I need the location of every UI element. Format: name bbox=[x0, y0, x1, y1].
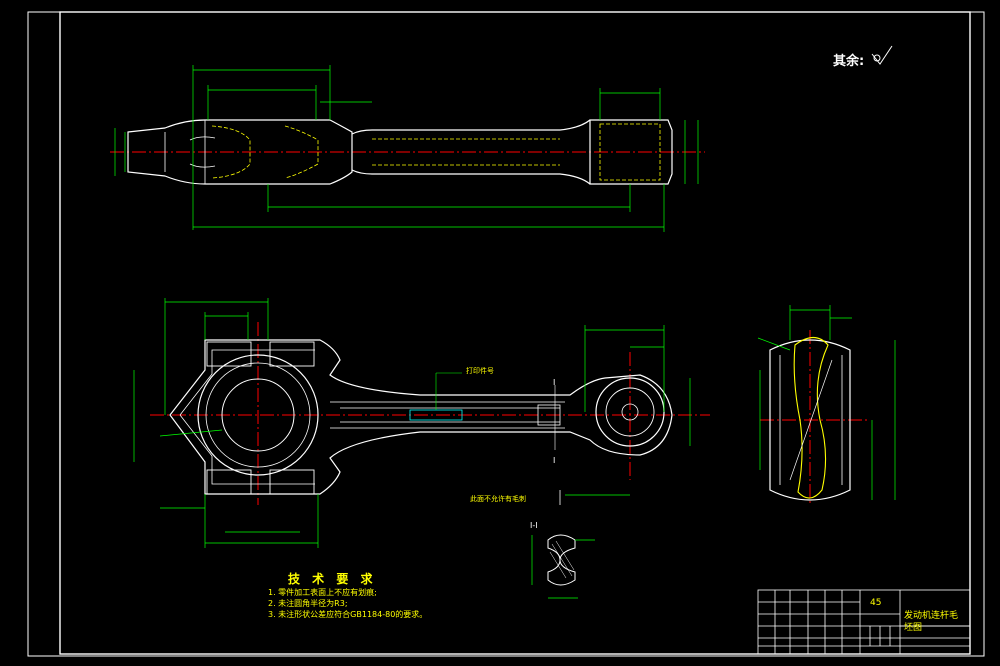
top-view bbox=[110, 65, 705, 232]
technical-requirement-item: 2. 未注圆角半径为R3; bbox=[268, 599, 348, 608]
section-mark-top: I bbox=[553, 378, 556, 387]
side-view bbox=[757, 305, 896, 505]
front-view bbox=[133, 298, 710, 548]
print-mark-label: 打印件号 bbox=[466, 367, 494, 375]
title-block-drawing-name: 发动机连杆毛坯图 bbox=[904, 611, 959, 633]
roughness-symbol bbox=[871, 45, 893, 65]
section-mark-bottom: I bbox=[553, 456, 556, 465]
title-block bbox=[757, 589, 971, 655]
outer-frame bbox=[27, 11, 985, 657]
title-block-material: 45 bbox=[870, 598, 882, 608]
section-i-i bbox=[531, 534, 595, 599]
roughness-note: 其余: bbox=[833, 54, 865, 69]
burr-note: 此面不允许有毛刺 bbox=[470, 495, 526, 503]
technical-requirement-item: 3. 未注形状公差应符合GB1184-80的要求。 bbox=[268, 610, 428, 619]
inner-frame bbox=[59, 11, 971, 655]
technical-requirements-title: 技 术 要 求 bbox=[288, 572, 377, 586]
section-label: I-I bbox=[530, 521, 538, 530]
technical-requirement-item: 1. 零件加工表面上不应有划痕; bbox=[268, 588, 377, 597]
